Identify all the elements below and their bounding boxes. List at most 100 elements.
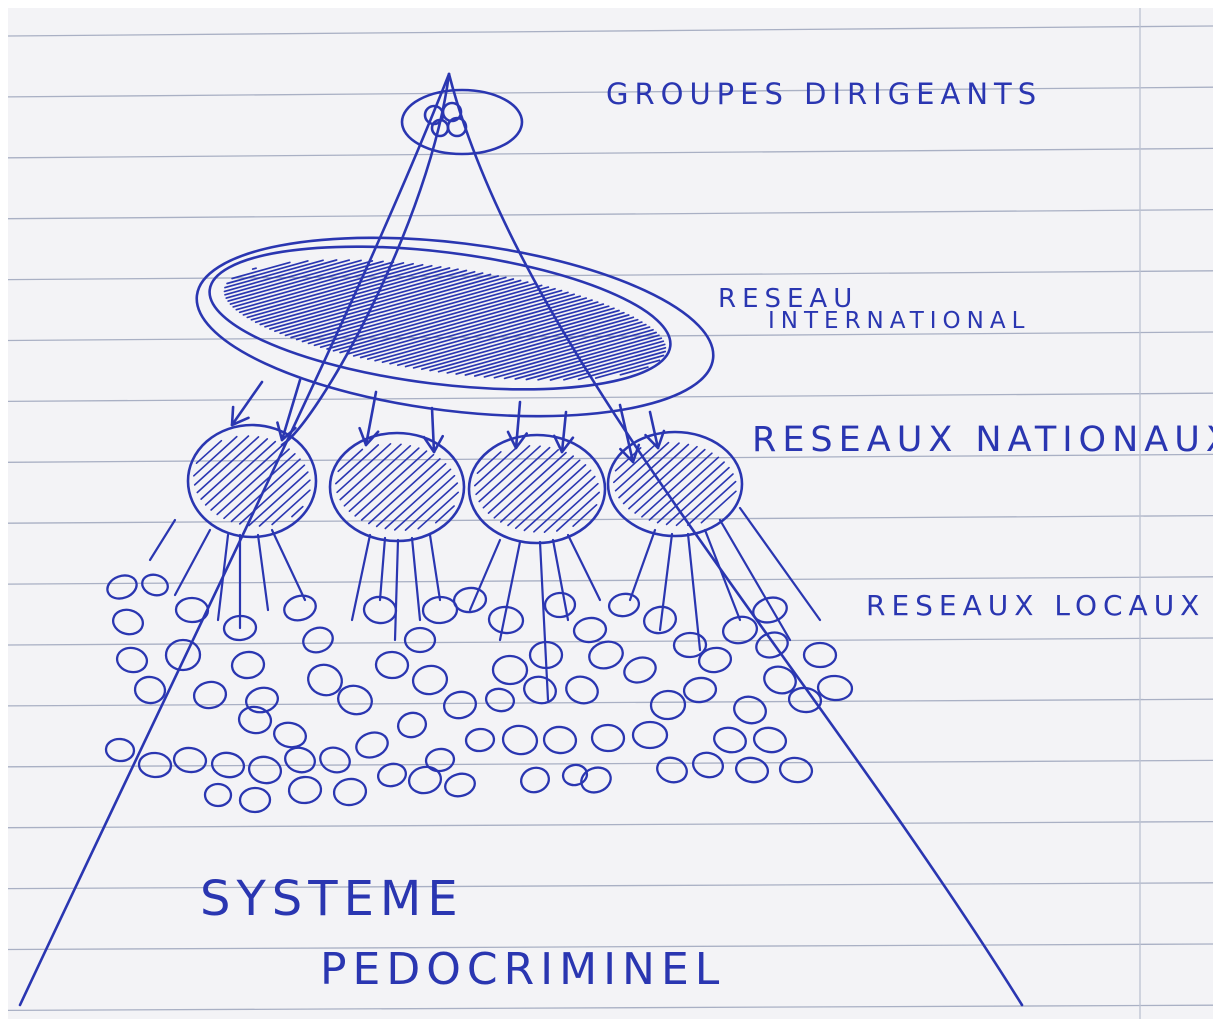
hatch-stroke: [352, 293, 575, 357]
hatch-stroke: [396, 305, 610, 367]
hatch-stroke: [612, 442, 658, 484]
local-network-circle: [733, 695, 767, 725]
hatch-stroke: [274, 272, 484, 333]
local-network-circle: [588, 640, 624, 670]
paper-sheet: [8, 8, 1213, 1019]
hatch-stroke: [326, 286, 550, 350]
hatch-stroke: [193, 435, 238, 477]
local-network-circle: [542, 725, 578, 755]
hatch-stroke: [404, 482, 459, 531]
local-network-circle: [137, 751, 173, 779]
local-network-circle: [112, 608, 144, 636]
hatch-stroke: [656, 461, 725, 524]
hatch-stroke: [514, 464, 587, 530]
link-line: [410, 536, 422, 622]
hatch-stroke: [239, 464, 306, 525]
hatch-stroke: [533, 475, 596, 533]
arrow-head: [422, 434, 444, 454]
links-to-local: [148, 506, 822, 702]
hatch-stroke: [295, 278, 515, 341]
hatch-stroke: [223, 259, 338, 293]
hatch-stroke: [290, 276, 507, 339]
local-network-circle: [203, 782, 233, 808]
local-network-circle: [487, 605, 525, 635]
hatch-stroke: [614, 441, 670, 492]
hatch-stroke: [242, 263, 424, 316]
hatch-stroke: [700, 490, 737, 524]
hatch-stroke: [381, 301, 599, 364]
hatch-stroke: [622, 443, 690, 505]
hatch-stroke: [503, 334, 660, 380]
local-network-circle: [106, 574, 138, 600]
link-line: [148, 518, 177, 562]
hatch-stroke: [332, 287, 556, 352]
hatch-stroke: [195, 439, 223, 465]
hatch-stroke: [232, 261, 395, 308]
hatch-stroke: [404, 307, 615, 368]
hatch-stroke: [246, 264, 433, 319]
hatch-stroke: [482, 446, 551, 509]
pyramid-outline: [18, 72, 1024, 1007]
hatch-stroke: [224, 259, 351, 296]
hatch-stroke: [487, 448, 560, 514]
hatch-stroke: [346, 291, 569, 356]
hatch-stroke: [634, 448, 706, 514]
local-network-circle: [642, 605, 678, 635]
link-line: [686, 532, 702, 652]
local-network-circle: [755, 631, 789, 659]
hatch-stroke: [434, 505, 455, 524]
hatch-stroke: [493, 331, 657, 379]
local-network-circle: [407, 765, 443, 795]
hatch-stroke: [473, 326, 651, 377]
local-network-circle: [319, 746, 351, 774]
local-network-circle: [104, 737, 136, 763]
hatch-stroke: [475, 444, 531, 496]
link-line: [538, 540, 550, 702]
local-network-circle: [442, 690, 478, 720]
local-network-circle: [210, 751, 246, 779]
hatch-stroke: [264, 269, 468, 328]
hatch-stroke: [271, 489, 311, 526]
ruled-line: [7, 698, 1213, 707]
hatch-stroke: [478, 445, 541, 503]
hatch-stroke: [437, 316, 635, 373]
arrow-shaft: [618, 403, 635, 464]
local-network-circle: [115, 646, 149, 674]
local-network-circle: [222, 614, 258, 642]
local-network-circle: [174, 596, 210, 624]
ruled-line: [7, 331, 1213, 342]
local-network-circle: [444, 772, 476, 798]
link-line: [216, 533, 230, 622]
hatch-stroke: [523, 469, 592, 532]
hatch-stroke: [251, 267, 257, 270]
hatch-stroke: [493, 451, 567, 519]
local-network-circle: [572, 616, 608, 644]
link-line: [378, 536, 387, 602]
local-network-circle: [682, 676, 718, 704]
local-network-circle: [787, 686, 823, 714]
hatch-stroke: [200, 438, 269, 500]
hatch-stroke: [224, 259, 324, 289]
hatch-stroke: [339, 289, 563, 354]
local-network-circle: [580, 766, 612, 794]
hatch-stroke: [223, 452, 296, 520]
hatch-stroke: [455, 321, 643, 375]
local-network-circle: [697, 646, 733, 674]
local-network-circle: [763, 665, 797, 695]
label-reseau: RESEAU: [718, 284, 858, 314]
hatch-stroke: [641, 452, 713, 518]
arrow-shaft: [430, 406, 436, 454]
local-network-circle: [362, 595, 398, 625]
hatch-stroke: [549, 346, 667, 381]
hatch-stroke: [354, 450, 428, 517]
local-network-circle: [237, 705, 273, 735]
hatch-stroke: [543, 482, 599, 534]
local-network-circle: [302, 626, 334, 654]
local-network-circle: [283, 594, 317, 622]
link-line: [428, 533, 442, 602]
arrow-shaft: [230, 380, 264, 427]
hatch-stroke: [248, 471, 309, 527]
arrow-shaft: [364, 390, 378, 447]
ruled-line: [7, 25, 1213, 37]
local-network-circle: [722, 615, 758, 645]
